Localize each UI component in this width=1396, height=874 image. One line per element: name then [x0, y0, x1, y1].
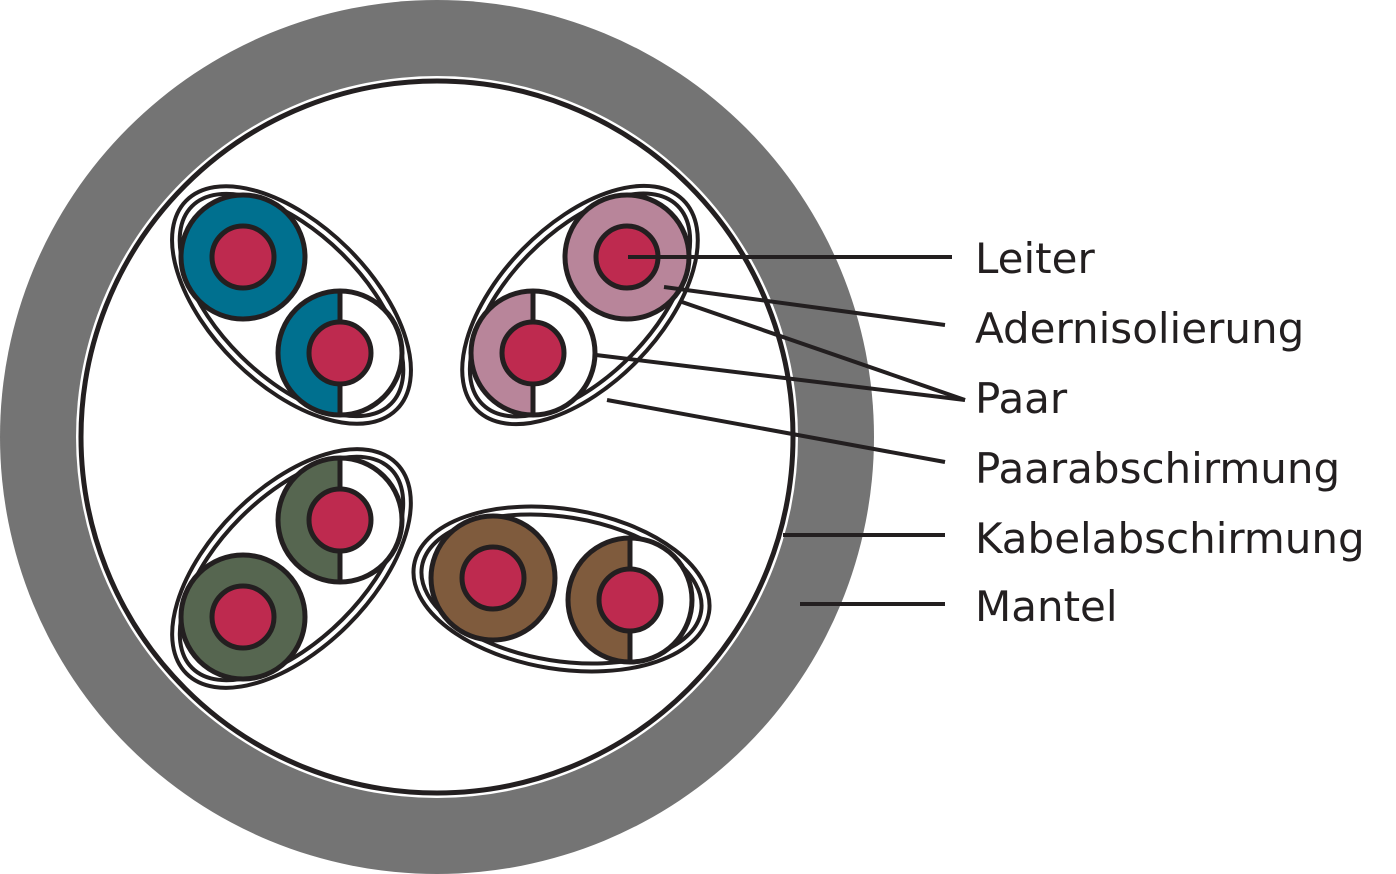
leader-line-paarabschirmung — [606, 398, 946, 464]
pair-shield-inner — [419, 512, 704, 666]
conductor — [306, 486, 374, 554]
wire-pair-4 — [411, 504, 712, 674]
conductor — [306, 319, 374, 387]
wire-pair-1 — [170, 184, 413, 426]
cable-shield — [78, 78, 796, 796]
conductor — [596, 566, 664, 634]
pair-shield-inner — [177, 454, 406, 683]
wire-pair-3 — [170, 447, 413, 690]
label-leiter: Leiter — [975, 234, 1095, 283]
label-paarabschirmung: Paarabschirmung — [975, 444, 1340, 493]
pair-shield-inner — [467, 191, 693, 419]
label-mantel: Mantel — [975, 582, 1118, 631]
label-paar: Paar — [975, 374, 1068, 423]
conductor — [209, 223, 277, 291]
conductor — [209, 583, 277, 651]
leader-line-paar-a — [681, 300, 966, 402]
conductor — [459, 544, 527, 612]
leader-line-adernisolierung — [663, 285, 946, 327]
conductor — [499, 319, 567, 387]
leader-line-paar-b — [595, 353, 966, 402]
label-adernisolierung: Adernisolierung — [975, 304, 1304, 353]
label-kabelabschirmung: Kabelabschirmung — [975, 514, 1365, 563]
wire-pair-2 — [460, 183, 700, 427]
pair-shield-inner — [177, 191, 406, 419]
leader-lines — [595, 255, 966, 606]
